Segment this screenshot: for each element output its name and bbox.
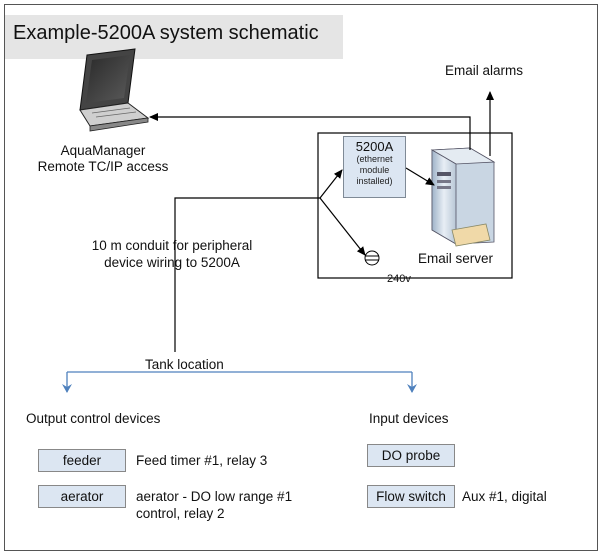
module-sub-2: module — [359, 165, 390, 175]
conduit-label-line2: device wiring to 5200A — [104, 255, 240, 270]
laptop-icon — [79, 48, 150, 132]
ethernet-module-box: 5200A (ethernet module installed) — [343, 136, 406, 198]
output-desc-aerator-line2: control, relay 2 — [136, 506, 225, 521]
server-enclosure — [317, 132, 513, 279]
input-devices-heading: Input devices — [369, 411, 449, 426]
input-device-flow-switch: Flow switch — [367, 485, 455, 508]
wire-to-power — [319, 197, 366, 256]
output-devices-heading: Output control devices — [26, 411, 161, 426]
arrow-module-to-server — [405, 167, 435, 186]
output-desc-aerator-line1: aerator - DO low range #1 — [136, 489, 293, 504]
server-tower-icon — [430, 147, 496, 247]
power-label: 240v — [387, 273, 411, 285]
input-desc-flow-switch: Aux #1, digital — [462, 489, 547, 504]
power-outlet-icon — [364, 250, 380, 266]
output-device-aerator: aerator — [38, 485, 126, 508]
wire-to-module — [319, 169, 343, 199]
module-sub-3: installed) — [356, 176, 393, 186]
output-device-feeder: feeder — [38, 449, 126, 472]
arrow-server-to-laptop — [149, 113, 471, 150]
diagram-title: Example-5200A system schematic — [13, 22, 319, 44]
laptop-label-line1: AquaManager — [60, 143, 146, 158]
output-desc-feeder: Feed timer #1, relay 3 — [136, 453, 268, 468]
title-banner — [5, 15, 343, 59]
module-title: 5200A — [355, 139, 394, 154]
email-server-label: Email server — [418, 251, 494, 266]
tank-location-label: Tank location — [145, 357, 224, 372]
conduit-wire — [174, 197, 320, 352]
input-device-do-probe: DO probe — [367, 444, 455, 467]
conduit-label-line1: 10 m conduit for peripheral — [91, 238, 253, 253]
module-sub-1: (ethernet — [356, 154, 393, 164]
email-alarms-label: Email alarms — [445, 63, 524, 78]
laptop-label-line2: Remote TC/IP access — [37, 159, 169, 174]
